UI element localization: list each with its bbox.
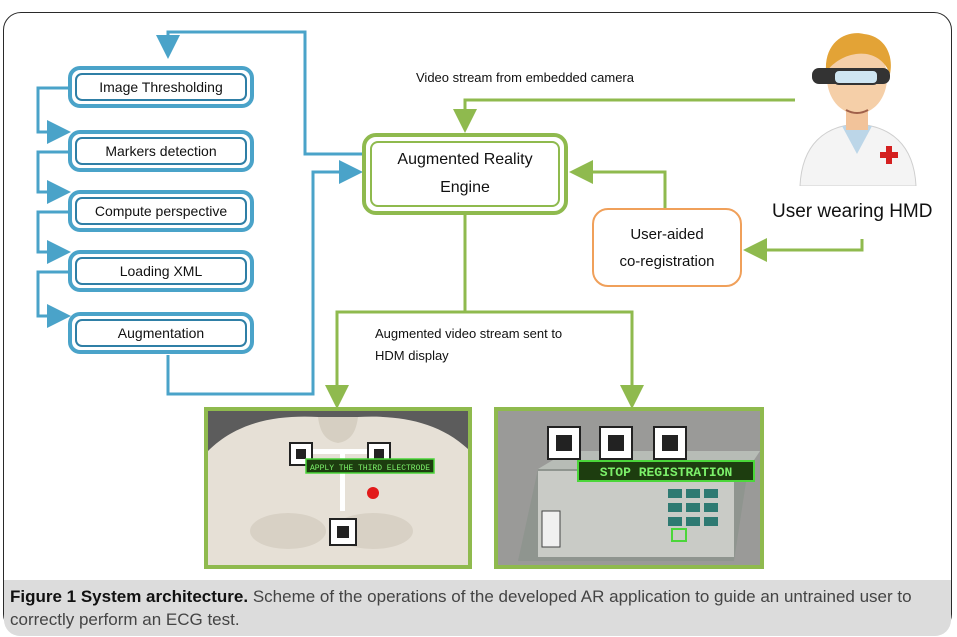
mannequin-scene: APPLY THE THIRD ELECTRODE xyxy=(208,411,468,565)
step-label: Augmentation xyxy=(75,319,247,347)
ecg-device-photo: STOP REGISTRATION xyxy=(494,407,764,569)
step-image-thresholding: Image Thresholding xyxy=(68,66,254,108)
device-scene: STOP REGISTRATION xyxy=(498,411,760,565)
ecg-mannequin-photo: APPLY THE THIRD ELECTRODE xyxy=(204,407,472,569)
caption-bar xyxy=(4,580,951,636)
step-compute-perspective: Compute perspective xyxy=(68,190,254,232)
electrode-target xyxy=(367,487,379,499)
step-augmentation: Augmentation xyxy=(68,312,254,354)
chain-arrow-2 xyxy=(36,150,71,204)
chain-arrow-4 xyxy=(36,270,71,328)
step-label: Compute perspective xyxy=(75,197,247,225)
figure-caption: Figure 1 System architecture. Scheme of … xyxy=(10,585,940,631)
caption-text: Scheme of the operations of the develope… xyxy=(10,587,912,629)
video-stream-label: Video stream from embedded camera xyxy=(416,70,634,85)
coreg-to-engine-arrow xyxy=(569,160,667,208)
ar-engine-box: Augmented Reality Engine xyxy=(362,133,568,215)
engine-to-thresholding xyxy=(156,30,362,156)
camera-stream-arrow xyxy=(453,98,795,133)
doctor-hmd-icon xyxy=(799,33,917,186)
augmented-stream-line-1: Augmented video stream sent to xyxy=(375,326,563,341)
user-label: User wearing HMD xyxy=(772,201,933,222)
split-left-arrow xyxy=(325,310,465,409)
step-label: Markers detection xyxy=(75,137,247,165)
coreg-line-1: User-aided xyxy=(630,225,704,243)
step-label: Loading XML xyxy=(75,257,247,285)
augmentation-to-engine xyxy=(166,160,363,396)
engine-line-2: Engine xyxy=(440,179,490,196)
step-loading-xml: Loading XML xyxy=(68,250,254,292)
chain-arrow-3 xyxy=(36,210,71,264)
coreg-line-2: co-registration xyxy=(619,252,715,270)
overlay-apply-text: APPLY THE THIRD ELECTRODE xyxy=(310,464,430,473)
engine-line-1: Augmented Reality xyxy=(397,151,533,168)
overlay-stop-text: STOP REGISTRATION xyxy=(600,465,733,480)
augmented-stream-label: Augmented video stream sent to HDM displ… xyxy=(375,323,562,367)
split-right-arrow xyxy=(465,310,644,409)
user-to-coreg-arrow xyxy=(743,238,864,262)
step-label: Image Thresholding xyxy=(75,73,247,101)
augmented-stream-line-2: HDM display xyxy=(375,348,449,363)
step-markers-detection: Markers detection xyxy=(68,130,254,172)
chain-arrow-1 xyxy=(36,86,71,144)
coregistration-box: User-aided co-registration xyxy=(592,208,742,287)
caption-title: Figure 1 System architecture. xyxy=(10,587,249,606)
